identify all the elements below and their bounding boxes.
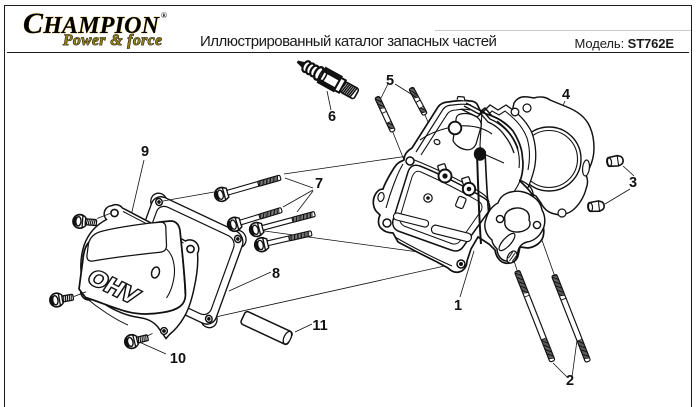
- svg-text:10: 10: [170, 351, 186, 367]
- svg-text:CHAMPION: CHAMPION: [23, 7, 161, 40]
- svg-text:9: 9: [141, 144, 149, 160]
- svg-text:6: 6: [328, 109, 336, 125]
- svg-text:11: 11: [312, 318, 327, 334]
- svg-text:4: 4: [562, 87, 570, 103]
- svg-text:3: 3: [629, 175, 637, 191]
- svg-text:1: 1: [454, 298, 462, 314]
- svg-text:7: 7: [315, 176, 323, 192]
- svg-text:®: ®: [161, 11, 167, 20]
- svg-text:Power & force: Power & force: [63, 32, 162, 49]
- svg-text:2: 2: [566, 373, 574, 389]
- svg-text:8: 8: [272, 266, 280, 282]
- svg-text:5: 5: [386, 73, 394, 89]
